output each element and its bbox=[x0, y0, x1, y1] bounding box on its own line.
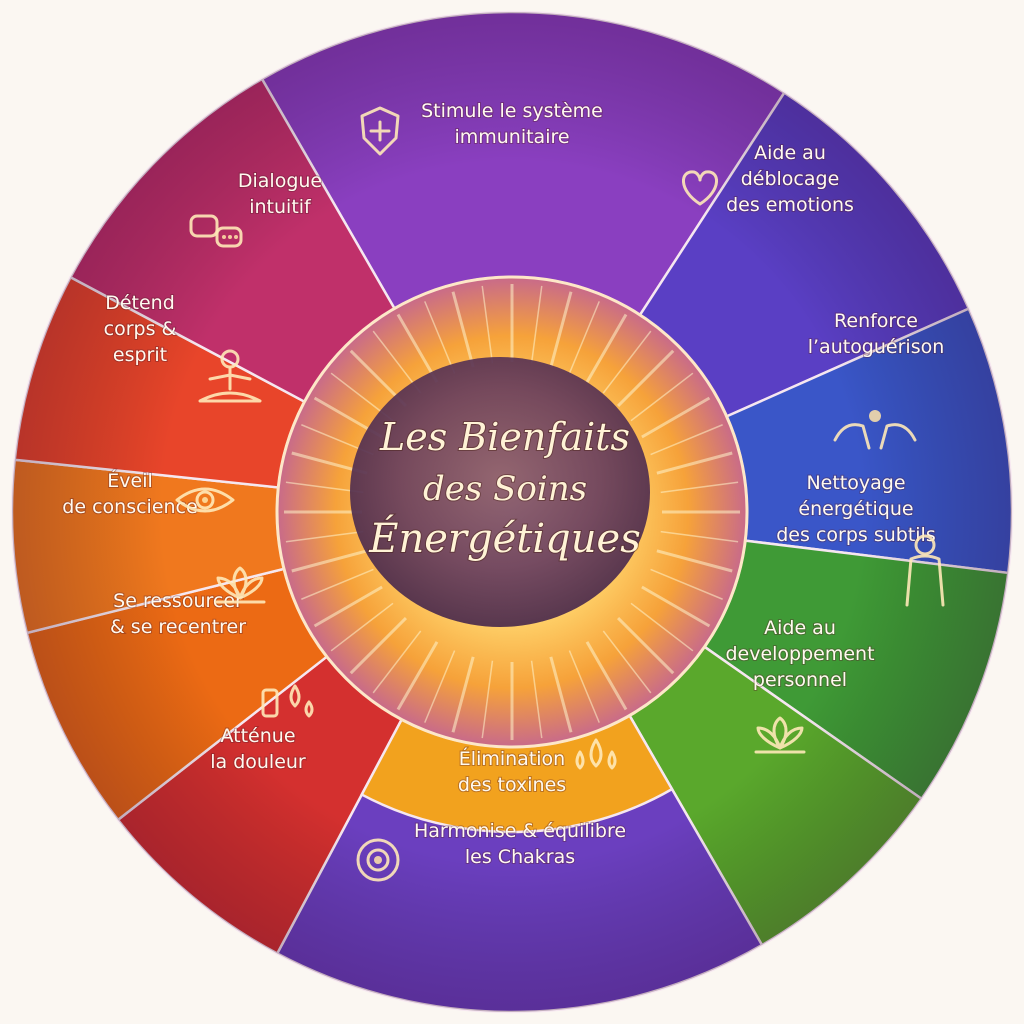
speech-bubbles-icon bbox=[189, 214, 243, 248]
title-line-3: Énergétiques bbox=[368, 515, 640, 562]
sun-ray bbox=[650, 424, 723, 456]
label-pain: Atténue la douleur bbox=[210, 725, 306, 773]
sun-ray bbox=[424, 650, 456, 723]
drops-icon bbox=[575, 738, 617, 770]
label-immunity: Stimule le système immunitaire bbox=[421, 100, 603, 148]
sun-ray bbox=[656, 549, 733, 573]
sun-ray bbox=[617, 617, 675, 675]
shield-cross-icon bbox=[360, 106, 400, 156]
sun-ray bbox=[568, 650, 600, 723]
bottle-drops-icon bbox=[261, 684, 314, 718]
lotus-leaves-icon bbox=[754, 716, 806, 754]
sun-ray bbox=[372, 630, 422, 694]
label-cleansing-line: des corps subtils bbox=[776, 524, 935, 546]
label-chakras-line: les Chakras bbox=[465, 846, 575, 868]
title-line-2: des Soins bbox=[423, 469, 587, 509]
sun-ray bbox=[585, 641, 628, 711]
label-relax-line: corps & bbox=[104, 318, 177, 340]
sun-ray bbox=[650, 568, 723, 600]
sun-ray bbox=[291, 549, 368, 573]
sun-ray bbox=[349, 617, 407, 675]
sun-ray bbox=[585, 313, 628, 383]
label-immunity-line: immunitaire bbox=[454, 126, 569, 148]
label-emotions: Aide au déblocage des emotions bbox=[726, 142, 854, 216]
sun-ray bbox=[660, 530, 739, 543]
sun-ray bbox=[313, 585, 383, 628]
sun-ray bbox=[641, 396, 711, 439]
label-intuitive-line: Dialogue bbox=[238, 170, 322, 192]
label-intuitive-line: intuitif bbox=[249, 196, 312, 218]
label-cleansing-line: Nettoyage bbox=[806, 472, 905, 494]
sun-ray bbox=[330, 602, 394, 652]
sun-ray bbox=[641, 585, 711, 628]
label-self-healing-line: l’autoguérison bbox=[808, 336, 945, 358]
lotus-icon bbox=[214, 566, 266, 604]
label-toxins-line: des toxines bbox=[458, 774, 566, 796]
sun-ray bbox=[617, 349, 675, 407]
sun-ray bbox=[549, 656, 573, 733]
sun-ray bbox=[285, 530, 364, 543]
label-relax-line: esprit bbox=[113, 344, 167, 366]
label-chakras-line: Harmonise & équilibre bbox=[414, 820, 626, 842]
sun-ray bbox=[630, 602, 694, 652]
sun-ray bbox=[396, 641, 439, 711]
label-awakening-line: Éveil bbox=[107, 469, 153, 492]
label-toxins-line: Élimination bbox=[459, 747, 565, 770]
label-personal-dev: Aide au developpement personnel bbox=[725, 617, 874, 691]
label-self-healing-line: Renforce bbox=[834, 310, 918, 332]
sun-ray bbox=[481, 285, 494, 364]
sun-ray bbox=[549, 291, 573, 368]
sun-ray bbox=[568, 301, 600, 374]
label-cleansing: Nettoyage énergétique des corps subtils bbox=[776, 472, 935, 546]
label-relax-line: Détend bbox=[105, 292, 175, 314]
label-personal-dev-line: Aide au bbox=[764, 617, 836, 639]
label-pain-line: Atténue bbox=[220, 725, 295, 747]
sun-ray bbox=[630, 372, 694, 422]
heart-hands-icon bbox=[682, 170, 718, 206]
label-emotions-line: déblocage bbox=[741, 168, 840, 190]
sun-ray bbox=[656, 451, 733, 475]
label-personal-dev-line: developpement bbox=[725, 643, 874, 665]
label-emotions-line: des emotions bbox=[726, 194, 854, 216]
sun-ray bbox=[396, 313, 439, 383]
body-silhouette-icon bbox=[905, 534, 945, 607]
label-toxins: Élimination des toxines bbox=[458, 747, 566, 796]
label-chakras: Harmonise & équilibre les Chakras bbox=[414, 820, 626, 868]
label-awakening: Éveil de conscience bbox=[62, 469, 197, 518]
label-pain-line: la douleur bbox=[210, 751, 306, 773]
label-intuitive: Dialogue intuitif bbox=[238, 170, 322, 218]
sun-ray bbox=[451, 291, 475, 368]
meditation-icon bbox=[198, 349, 262, 403]
sun-ray bbox=[424, 301, 456, 374]
healing-hands-icon bbox=[833, 410, 917, 450]
label-relax: Détend corps & esprit bbox=[104, 292, 177, 366]
label-personal-dev-line: personnel bbox=[753, 669, 847, 691]
sun-ray bbox=[602, 630, 652, 694]
label-awakening-line: de conscience bbox=[62, 496, 197, 518]
label-cleansing-line: énergétique bbox=[798, 498, 913, 520]
label-self-healing: Renforce l’autoguérison bbox=[808, 310, 945, 358]
sun-ray bbox=[660, 481, 739, 494]
sun-ray bbox=[602, 330, 652, 394]
chakra-icon bbox=[356, 838, 400, 882]
label-emotions-line: Aide au bbox=[754, 142, 826, 164]
center-core bbox=[350, 357, 650, 627]
sun-ray bbox=[301, 568, 374, 600]
label-recharge-line: & se recentrer bbox=[110, 616, 246, 638]
eye-icon bbox=[175, 487, 235, 513]
sun-ray bbox=[481, 660, 494, 739]
label-immunity-line: Stimule le système bbox=[421, 100, 603, 122]
sun-ray bbox=[451, 656, 475, 733]
sun-ray bbox=[530, 285, 543, 364]
title-line-1: Les Bienfaits bbox=[379, 415, 630, 459]
sun-ray bbox=[530, 660, 543, 739]
segment-icons bbox=[175, 106, 945, 882]
